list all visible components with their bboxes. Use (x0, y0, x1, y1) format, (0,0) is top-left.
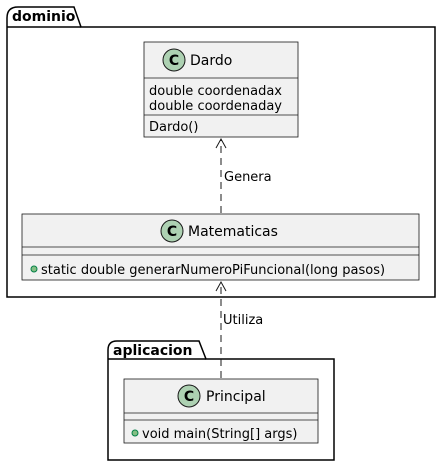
class-stereotype-icon (177, 384, 201, 408)
package-dominio-name: dominio (12, 9, 76, 25)
class-matematicas: C Matematicas static double generarNumer… (21, 213, 420, 281)
class-dardo-method: Dardo() (149, 120, 198, 135)
class-stereotype-glyph: C (169, 53, 179, 69)
class-principal-method: void main(String[] args) (142, 427, 297, 442)
relation-genera: Genera (215, 137, 272, 213)
relation-genera-label: Genera (224, 170, 272, 185)
relation-utiliza-label: Utiliza (223, 313, 263, 328)
class-principal-name: Principal (206, 389, 266, 405)
class-stereotype-icon (160, 219, 184, 243)
class-principal: C Principal void main(String[] args) (123, 378, 319, 444)
package-aplicacion-name: aplicacion (113, 343, 193, 359)
package-aplicacion: aplicacion (107, 340, 335, 461)
class-dardo: C Dardo double coordenadax double coorde… (143, 41, 299, 138)
class-stereotype-glyph: C (167, 224, 177, 240)
class-dardo-field: double coordenadax (149, 84, 282, 99)
package-aplicacion-frame (107, 340, 335, 461)
class-dardo-name: Dardo (190, 53, 232, 69)
package-dominio-frame (6, 6, 436, 298)
class-matematicas-name: Matematicas (188, 224, 278, 240)
package-dominio: dominio (6, 6, 436, 298)
class-dardo-field: double coordenaday (149, 99, 282, 114)
arrowhead-icon (215, 280, 227, 292)
class-matematicas-method: static double generarNumeroPiFuncional(l… (41, 263, 385, 278)
class-stereotype-icon (162, 48, 186, 72)
public-visibility-icon (30, 265, 38, 273)
relation-utiliza: Utiliza (215, 280, 263, 378)
arrowhead-icon (215, 137, 227, 149)
class-dardo-box (143, 41, 299, 138)
public-visibility-icon (131, 429, 139, 437)
class-stereotype-glyph: C (184, 389, 194, 405)
class-principal-box (123, 378, 319, 444)
